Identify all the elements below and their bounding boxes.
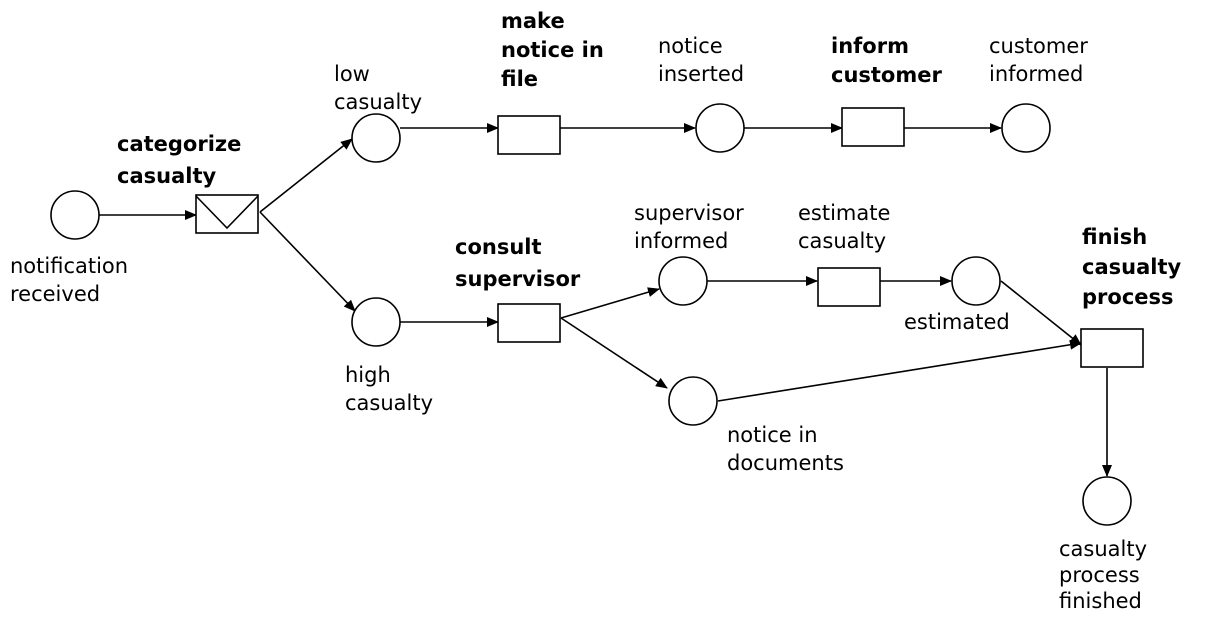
label-line: informed bbox=[634, 229, 728, 253]
place-high-casualty bbox=[351, 297, 401, 347]
label-line: supervisor bbox=[634, 201, 744, 225]
label-line: categorize bbox=[117, 132, 241, 156]
place-notice-inserted bbox=[695, 103, 745, 153]
label-line: casualty bbox=[345, 391, 433, 415]
label-line: informed bbox=[989, 62, 1083, 86]
label-line: inform bbox=[831, 34, 909, 58]
label-line: notice bbox=[658, 34, 723, 58]
label-line: finish bbox=[1082, 225, 1147, 249]
arc-categorize-to-low-casualty bbox=[259, 138, 353, 213]
label-line: high bbox=[345, 363, 391, 387]
label-notification-received: notification received bbox=[10, 254, 128, 306]
label-line: notice in bbox=[501, 38, 604, 62]
place-supervisor-informed bbox=[658, 256, 708, 306]
transition-estimate-casualty bbox=[817, 267, 881, 307]
places bbox=[50, 103, 1132, 526]
label-make-notice-in-file: make notice in file bbox=[501, 9, 604, 91]
arc-notice-in-documents-to-finish bbox=[717, 339, 1082, 402]
label-line: consult bbox=[455, 235, 542, 259]
label-line: file bbox=[501, 67, 538, 91]
place-notice-in-documents bbox=[668, 376, 718, 426]
label-line: estimate bbox=[798, 201, 890, 225]
label-line: casualty bbox=[117, 164, 216, 188]
transition-inform-customer bbox=[841, 107, 905, 147]
label-line: notification bbox=[10, 254, 128, 278]
label-low-casualty: low casualty bbox=[334, 62, 422, 114]
arc-consult-to-supervisor-informed bbox=[560, 287, 660, 319]
arcs bbox=[99, 123, 1112, 477]
label-notice-inserted: notice inserted bbox=[658, 34, 744, 86]
categorize-envelope-mark bbox=[195, 195, 259, 230]
label-line: notice in bbox=[727, 423, 818, 447]
label-line: casualty bbox=[1059, 537, 1147, 561]
label-line: casualty bbox=[1082, 255, 1181, 279]
place-customer-informed bbox=[1001, 103, 1051, 153]
label-line: documents bbox=[727, 451, 844, 475]
label-line: process bbox=[1082, 285, 1174, 309]
label-line: inserted bbox=[658, 62, 744, 86]
label-high-casualty: high casualty bbox=[345, 363, 433, 415]
label-customer-informed: customer informed bbox=[989, 34, 1088, 86]
label-estimate-casualty: estimate casualty bbox=[798, 201, 890, 253]
label-line: make bbox=[501, 9, 565, 33]
label-line: estimated bbox=[904, 310, 1010, 334]
label-line: supervisor bbox=[455, 267, 581, 291]
label-line: customer bbox=[989, 34, 1088, 58]
label-consult-supervisor: consult supervisor bbox=[455, 235, 581, 291]
transitions bbox=[195, 107, 1144, 368]
arc-estimated-to-finish bbox=[1000, 280, 1082, 346]
transition-consult-supervisor bbox=[497, 303, 561, 343]
label-line: process bbox=[1059, 563, 1140, 587]
label-line: low bbox=[334, 62, 370, 86]
label-line: casualty bbox=[798, 229, 886, 253]
label-line: finished bbox=[1059, 589, 1142, 613]
arc-categorize-to-high-casualty bbox=[259, 211, 356, 312]
transition-make-notice-in-file bbox=[497, 115, 561, 155]
place-notification-received bbox=[50, 190, 100, 240]
arc-consult-to-notice-in-documents bbox=[560, 317, 668, 389]
label-line: casualty bbox=[334, 90, 422, 114]
label-categorize-casualty: categorize casualty bbox=[117, 132, 241, 188]
labels: notification received low casualty high cas… bbox=[10, 9, 1181, 613]
place-estimated bbox=[951, 256, 1001, 306]
label-inform-customer: inform customer bbox=[831, 34, 942, 87]
transition-finish-casualty-process bbox=[1080, 328, 1144, 368]
label-notice-in-documents: notice in documents bbox=[727, 423, 844, 475]
label-line: received bbox=[10, 282, 100, 306]
label-line: customer bbox=[831, 63, 942, 87]
transition-categorize-casualty bbox=[195, 194, 259, 234]
label-estimated: estimated bbox=[904, 310, 1010, 334]
label-finish-casualty-process: finish casualty process bbox=[1082, 225, 1181, 309]
place-casualty-process-finished bbox=[1082, 476, 1132, 526]
label-supervisor-informed: supervisor informed bbox=[634, 201, 744, 253]
place-low-casualty bbox=[351, 113, 401, 163]
